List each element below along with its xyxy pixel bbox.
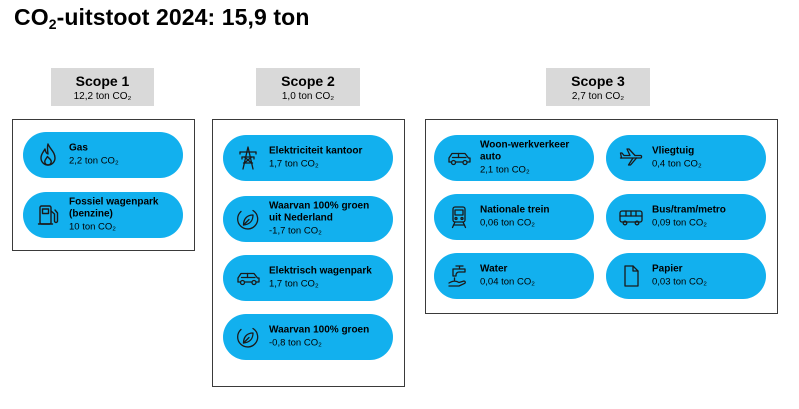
item-value: 0,09 ton CO₂ xyxy=(652,217,707,229)
flame-icon xyxy=(35,142,61,168)
scope-2-name: Scope 2 xyxy=(281,73,335,89)
scope-3-header: Scope 3 2,7 ton CO₂ xyxy=(546,68,650,106)
train-icon xyxy=(446,204,472,230)
item-label: Bus/tram/metro xyxy=(652,204,726,216)
item-label: Papier xyxy=(652,263,683,275)
paper-icon xyxy=(618,263,644,289)
item-label: Vliegtuig xyxy=(652,145,695,157)
scope-1-total: 12,2 ton CO₂ xyxy=(73,91,132,102)
item-label: Gas xyxy=(69,142,88,154)
item-value: 1,7 ton CO₂ xyxy=(269,278,319,290)
item-value: -1,7 ton CO₂ xyxy=(269,225,322,237)
item-value: 0,4 ton CO₂ xyxy=(652,158,702,170)
item-value: -0,8 ton CO₂ xyxy=(269,337,322,349)
item-groen: Waarvan 100% groen-0,8 ton CO₂ xyxy=(223,314,393,360)
item-label: Elektrisch wagenpark xyxy=(269,265,372,277)
bus-icon xyxy=(618,204,644,230)
item-groen-nederland: Waarvan 100% groen uit Nederland-1,7 ton… xyxy=(223,196,393,242)
item-value: 0,04 ton CO₂ xyxy=(480,276,535,288)
item-fossiel-wagenpark: Fossiel wagenpark (benzine)10 ton CO₂ xyxy=(23,192,183,238)
eco-leaf-icon xyxy=(235,324,261,350)
scope-3-total: 2,7 ton CO₂ xyxy=(571,91,625,102)
scope-1-header: Scope 1 12,2 ton CO₂ xyxy=(51,68,154,106)
eco-leaf-icon xyxy=(235,206,261,232)
item-label: Fossiel wagenpark (benzine) xyxy=(69,196,159,220)
car-icon xyxy=(446,145,472,171)
item-label: Elektriciteit kantoor xyxy=(269,145,363,157)
scope-2-header: Scope 2 1,0 ton CO₂ xyxy=(256,68,360,106)
item-label: Waarvan 100% groen uit Nederland xyxy=(269,200,370,224)
item-value: 1,7 ton CO₂ xyxy=(269,158,319,170)
car-icon xyxy=(235,265,261,291)
item-label: Nationale trein xyxy=(480,204,550,216)
item-value: 10 ton CO₂ xyxy=(69,221,116,233)
item-value: 2,1 ton CO₂ xyxy=(480,164,530,176)
water-tap-icon xyxy=(446,263,472,289)
power-pylon-icon xyxy=(235,145,261,171)
item-value: 0,03 ton CO₂ xyxy=(652,276,707,288)
item-value: 0,06 ton CO₂ xyxy=(480,217,535,229)
page-title: CO2-uitstoot 2024: 15,9 ton xyxy=(14,4,310,32)
airplane-icon xyxy=(618,145,644,171)
scope-1-name: Scope 1 xyxy=(75,73,130,89)
scope-3-name: Scope 3 xyxy=(571,73,625,89)
fuel-pump-icon xyxy=(35,202,61,228)
item-value: 2,2 ton CO₂ xyxy=(69,155,119,167)
item-label: Woon-werkverkeer auto xyxy=(480,139,570,163)
item-label: Waarvan 100% groen xyxy=(269,324,370,336)
item-label: Water xyxy=(480,263,508,275)
scope-2-total: 1,0 ton CO₂ xyxy=(281,91,335,102)
